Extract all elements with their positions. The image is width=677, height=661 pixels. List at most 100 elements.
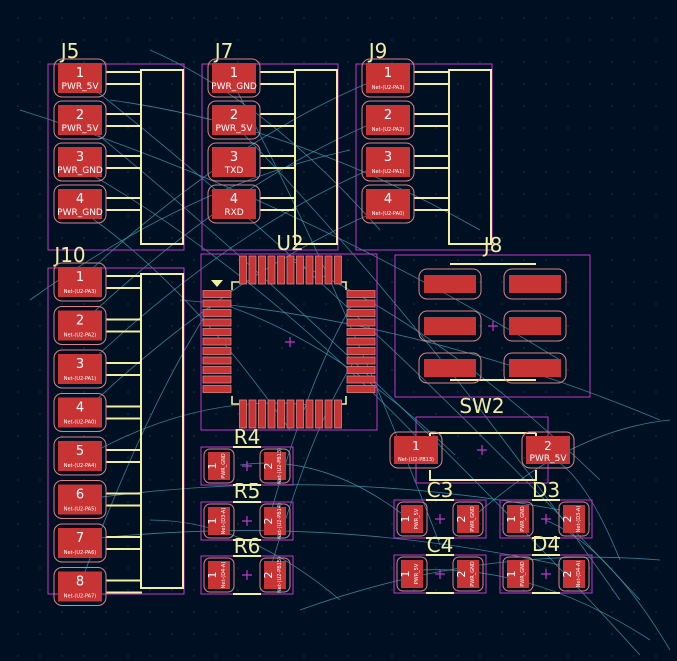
ic-pad[interactable] xyxy=(296,255,304,285)
ic-pad[interactable] xyxy=(286,399,295,429)
ic-pad[interactable] xyxy=(296,399,304,429)
ic-pad[interactable] xyxy=(286,255,295,285)
ic-pad[interactable] xyxy=(202,299,232,308)
ic-pad[interactable] xyxy=(324,399,333,429)
ic-pad[interactable] xyxy=(305,255,314,285)
ic-pad[interactable] xyxy=(334,255,342,285)
ic-pad[interactable] xyxy=(248,399,257,429)
ic-pad[interactable] xyxy=(346,309,376,317)
ic-pad[interactable] xyxy=(202,375,232,384)
ic-pad[interactable] xyxy=(202,337,232,346)
ic-pad[interactable] xyxy=(267,399,276,429)
ic-pad[interactable] xyxy=(346,385,376,393)
ic-pad[interactable] xyxy=(346,299,376,308)
pad-copper[interactable] xyxy=(424,275,476,293)
ic-pad[interactable] xyxy=(346,375,376,384)
ic-pad[interactable] xyxy=(258,399,266,429)
ic-pad[interactable] xyxy=(346,366,376,374)
footprint-j10[interactable]: J101Net-(U2-PA3)2Net-(U2-PA2)3Net-(U2-PA… xyxy=(47,243,185,606)
pad-copper[interactable] xyxy=(509,275,561,293)
footprint-j8[interactable]: J8 xyxy=(394,233,591,398)
ic-pad[interactable] xyxy=(248,255,257,285)
ic-pad[interactable] xyxy=(258,255,266,285)
ic-pad[interactable] xyxy=(202,385,232,393)
pad-copper[interactable] xyxy=(424,317,476,335)
ic-pad[interactable] xyxy=(239,399,247,429)
ic-pad[interactable] xyxy=(239,255,247,285)
footprint-u2[interactable]: U2 xyxy=(200,231,378,431)
ic-pad[interactable] xyxy=(346,347,376,355)
ic-pad[interactable] xyxy=(315,399,323,429)
pad-copper[interactable] xyxy=(424,359,476,377)
ic-pad[interactable] xyxy=(202,356,232,365)
ic-pad[interactable] xyxy=(202,366,232,374)
ic-pad[interactable] xyxy=(346,328,376,336)
ic-pad[interactable] xyxy=(346,337,376,346)
ic-pad[interactable] xyxy=(346,356,376,365)
ic-pad[interactable] xyxy=(202,309,232,317)
ic-pad[interactable] xyxy=(277,399,285,429)
footprint-j9[interactable]: J91Net-(U2-PA3)2Net-(U2-PA2)3Net-(U2-PA1… xyxy=(355,39,493,251)
ic-pad[interactable] xyxy=(277,255,285,285)
pad-copper[interactable] xyxy=(509,317,561,335)
ic-pad[interactable] xyxy=(346,290,376,298)
ic-pad[interactable] xyxy=(305,399,314,429)
ic-pad[interactable] xyxy=(324,255,333,285)
ic-pad[interactable] xyxy=(315,255,323,285)
ic-pad[interactable] xyxy=(202,328,232,336)
ic-pad[interactable] xyxy=(346,318,376,327)
pad-copper[interactable] xyxy=(509,359,561,377)
ic-pad[interactable] xyxy=(202,347,232,355)
ic-pad[interactable] xyxy=(202,318,232,327)
ic-pad[interactable] xyxy=(267,255,276,285)
ic-pad[interactable] xyxy=(334,399,342,429)
ic-pad[interactable] xyxy=(202,290,232,298)
